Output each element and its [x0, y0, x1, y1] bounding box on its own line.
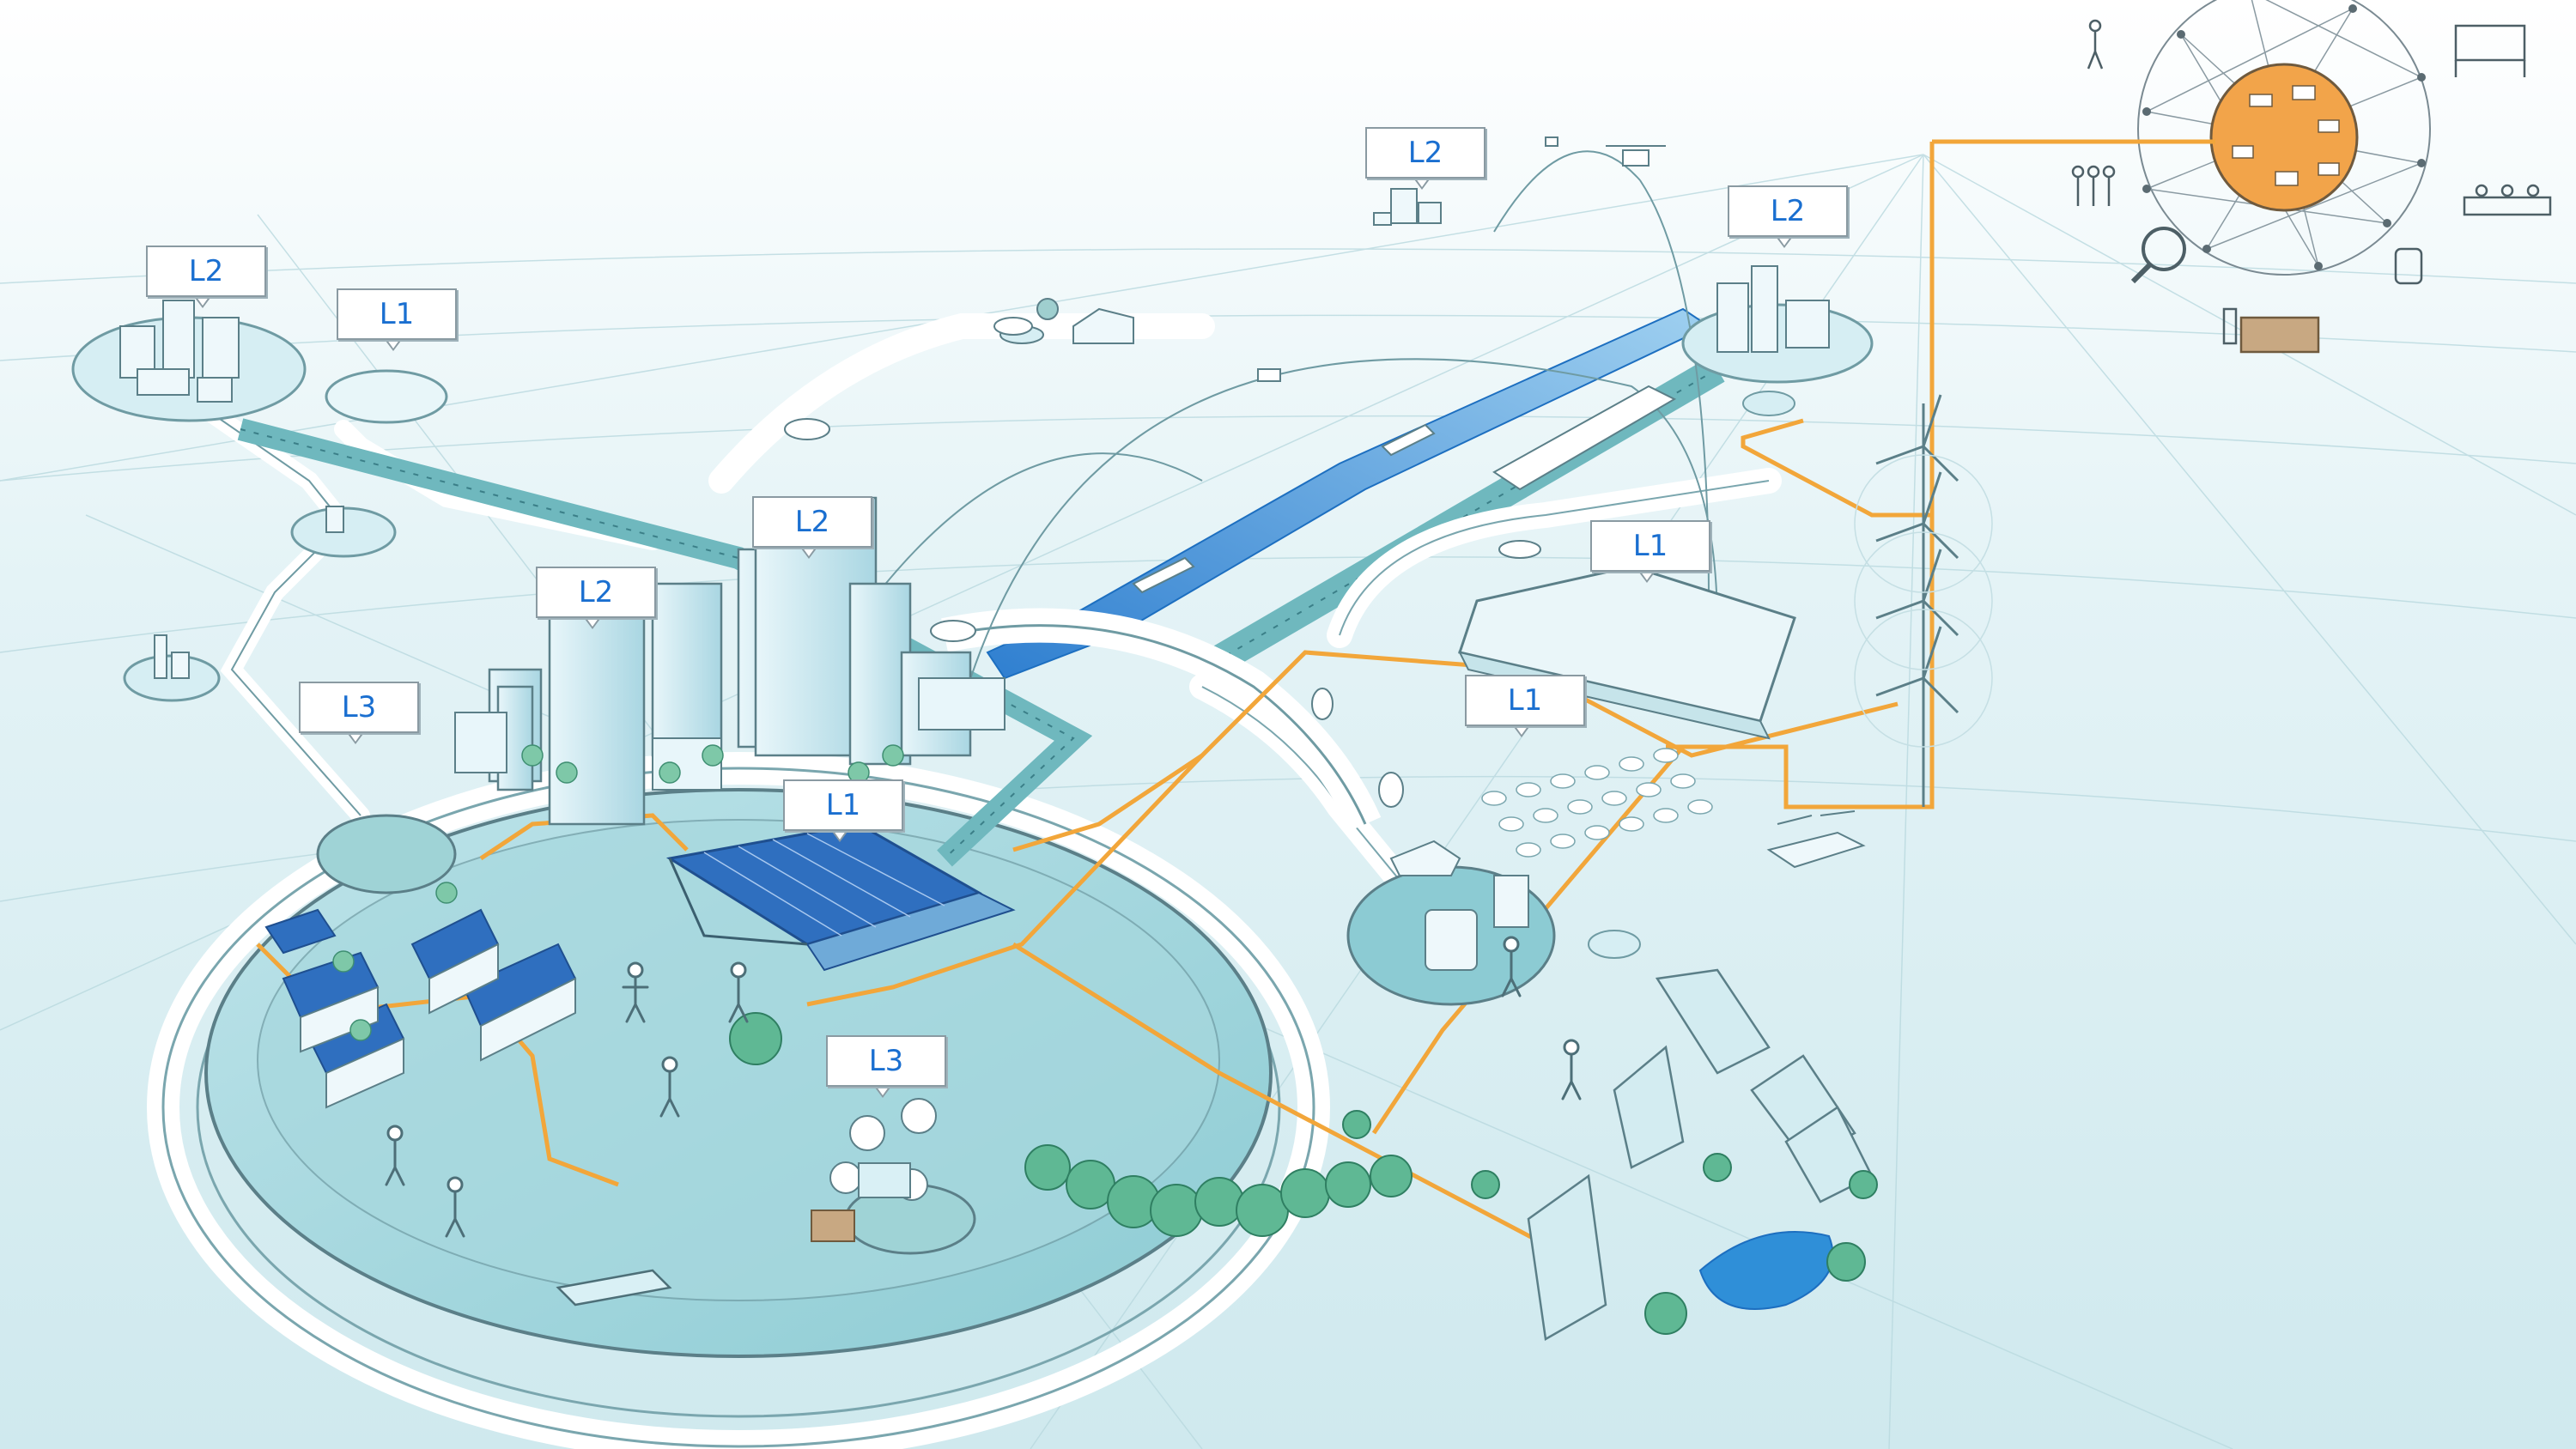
pond: [1698, 1231, 1834, 1310]
label-l2-top-right-town: L2: [1728, 185, 1848, 248]
label-l1-parking: L1: [1465, 675, 1585, 737]
people: [385, 936, 1582, 1238]
label-l1-station: L1: [783, 779, 903, 842]
town-top-right: [1681, 265, 1874, 416]
label-l2-city-left: L2: [536, 567, 656, 629]
boat-icon: [1132, 423, 1436, 594]
solar-houses: [264, 908, 577, 1109]
city-trees: [332, 744, 904, 1041]
train-icon: [1492, 385, 1677, 491]
label-l1-logistics: L1: [1590, 520, 1710, 583]
network-hub-icon: [2130, 0, 2431, 284]
parking-lot: [1481, 748, 1713, 858]
trees: [729, 1012, 1878, 1335]
central-station: [665, 822, 1016, 972]
air-taxi-icon: [1766, 810, 1866, 869]
package-icon: [811, 1210, 855, 1242]
label-l3-shop-hub: L3: [826, 1035, 946, 1098]
label-l2-city-tower: L2: [752, 496, 872, 559]
shop-hub-icons: [829, 1098, 937, 1201]
mobility-hub: [1346, 840, 1641, 1006]
town-top-left: [71, 300, 307, 422]
wind-turbines: [1854, 394, 1993, 807]
label-l3-neighbourhood: L3: [299, 682, 419, 744]
drone-icon: [1257, 136, 1666, 382]
bench: [556, 1269, 672, 1307]
stakeholder-icons: [2071, 19, 2552, 354]
city-disc-inner: [257, 819, 1220, 1301]
label-l2-top-center: L2: [1365, 127, 1485, 190]
low-buildings: [454, 677, 1005, 791]
car-icon: [784, 317, 1541, 808]
town-top-center: [1373, 188, 1442, 226]
hub-top-left: [325, 369, 448, 424]
neighbourhood-pod: [316, 814, 457, 894]
label-l2-top-left-town: L2: [146, 246, 266, 308]
label-l1-top-left-hub: L1: [337, 288, 457, 351]
warehouse: [1458, 565, 1796, 740]
